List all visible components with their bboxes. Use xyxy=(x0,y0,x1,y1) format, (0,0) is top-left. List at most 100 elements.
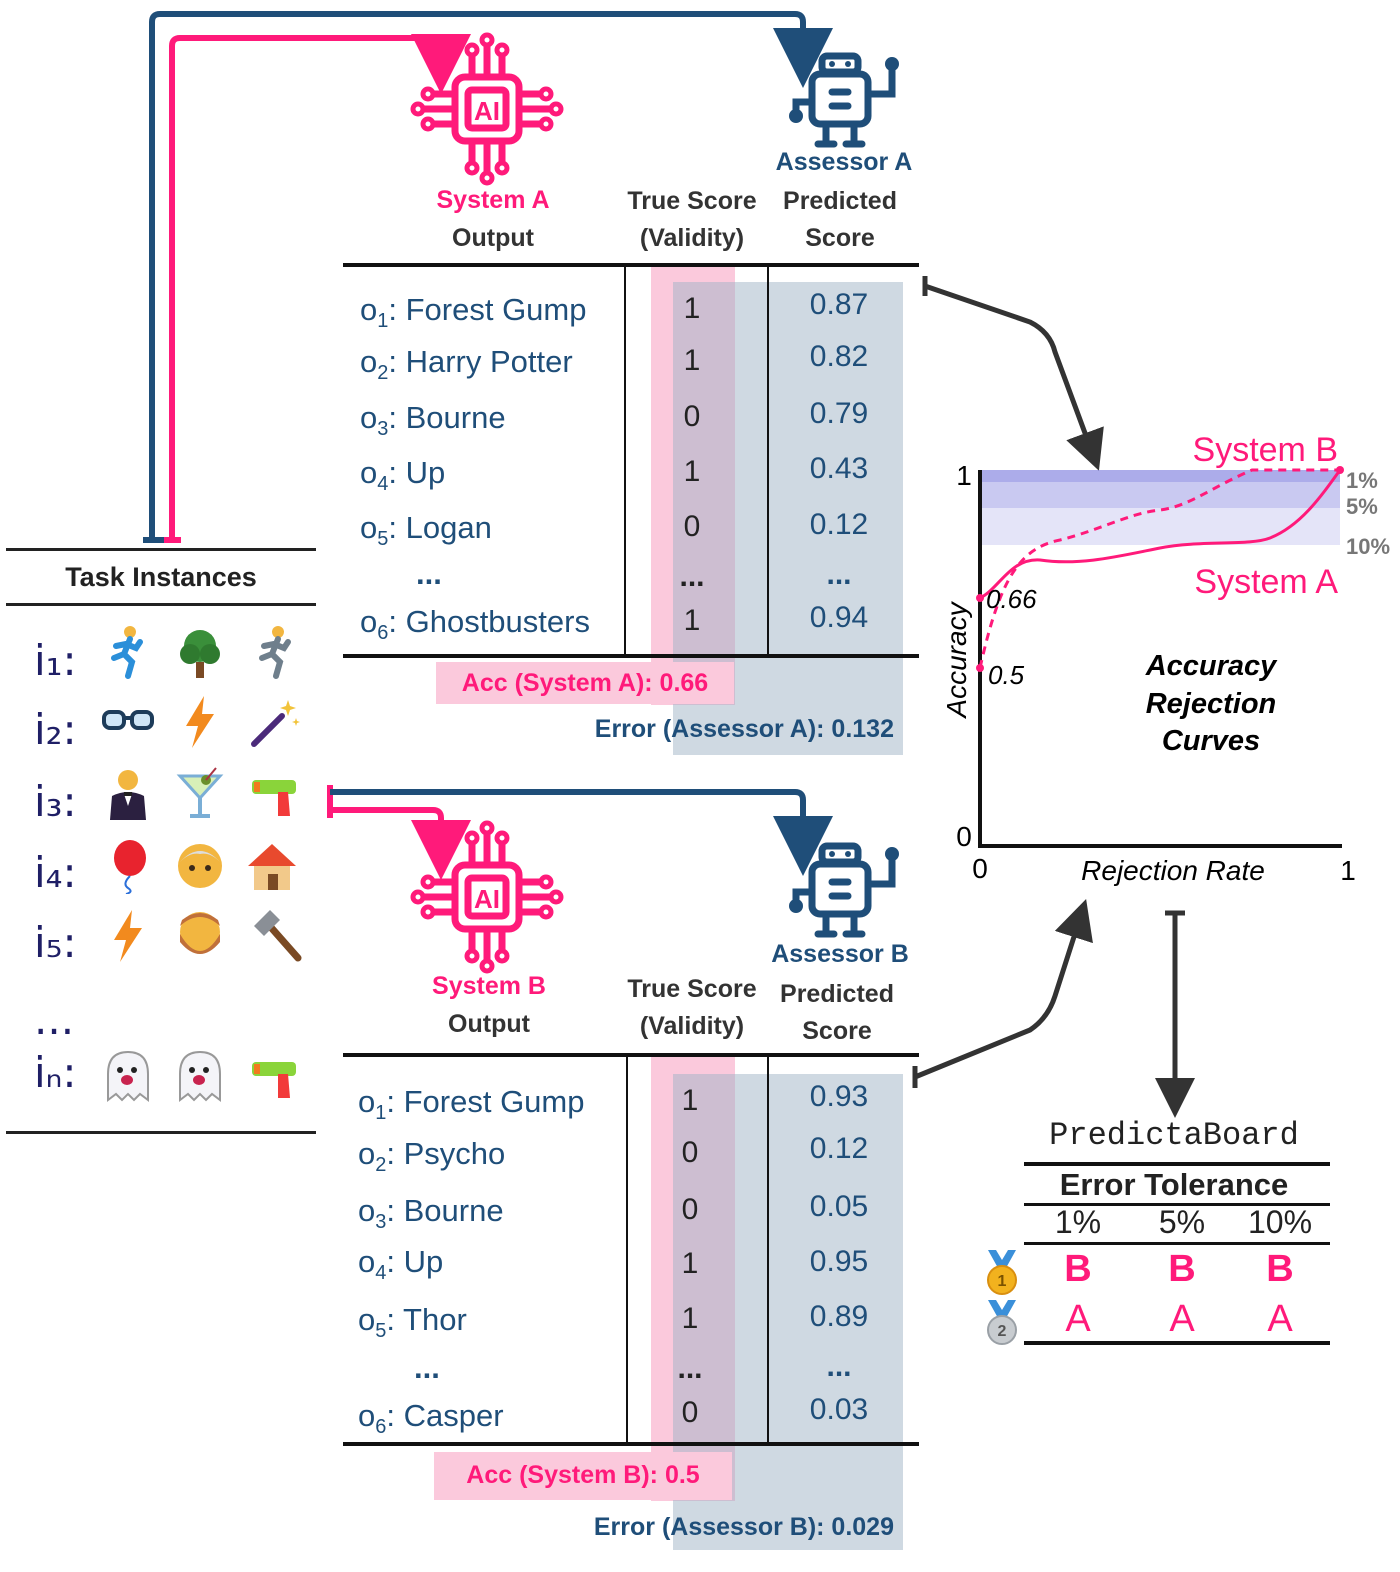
system-b-accuracy: Acc (System B): 0.5 xyxy=(434,1452,732,1500)
assessor-b-label: Assessor B xyxy=(771,940,909,968)
table-a-bottom-rule xyxy=(343,654,919,658)
ghost-icon xyxy=(107,1050,149,1102)
output-a-header: Output xyxy=(452,224,534,252)
point-05 xyxy=(976,664,984,672)
gold-medal-icon: 1 xyxy=(987,1250,1017,1295)
band-5pct-label: 5% xyxy=(1346,494,1378,519)
assessor-a-error: Error (Assessor A): 0.132 xyxy=(594,715,894,743)
chart-title-line1: Accuracy xyxy=(1145,650,1278,682)
true-score-a-line2: (Validity) xyxy=(639,224,745,252)
robot-icon xyxy=(789,52,899,148)
system-b-label: System B xyxy=(432,972,546,1000)
output-index: 3 xyxy=(375,1211,387,1234)
predicted-score-b: 0.93 xyxy=(809,1080,869,1113)
output-prefix: o xyxy=(358,1398,376,1433)
y-tick-1: 1 xyxy=(956,460,972,491)
true-score-b: ... xyxy=(677,1352,703,1385)
predictaboard-col-10pct: 10% xyxy=(1247,1204,1313,1240)
rank2-5pct: A xyxy=(1169,1298,1195,1340)
table-a-output: o6: Ghostbusters xyxy=(360,604,590,645)
system-b-curve xyxy=(978,468,1340,669)
true-score-b-header: True Score (Validity) xyxy=(612,971,772,1045)
task-id-5: i₅: xyxy=(34,918,77,967)
chart-title-line3: Curves xyxy=(1162,725,1260,757)
output-title: : Logan xyxy=(388,510,492,545)
gold-medal-number: 1 xyxy=(998,1273,1007,1290)
glasses-icon xyxy=(102,710,154,730)
true-score-b: 0 xyxy=(681,1136,699,1169)
output-prefix: o xyxy=(360,400,378,435)
output-title: : Thor xyxy=(386,1302,467,1337)
table-b-ellipsis: ... xyxy=(414,1350,440,1386)
output-index: 2 xyxy=(375,1154,387,1177)
rank2-10pct: A xyxy=(1267,1298,1293,1340)
predicted-score-b-line1: Predicted xyxy=(780,980,894,1008)
x-tick-1: 1 xyxy=(1340,855,1356,886)
band-10pct-label: 10% xyxy=(1346,534,1390,559)
old-man-icon xyxy=(178,844,222,888)
predicted-score-b: 0.12 xyxy=(809,1132,869,1165)
y-tick-0: 0 xyxy=(956,821,972,852)
lightning-icon xyxy=(114,910,142,962)
predicted-score-b: 0.95 xyxy=(809,1245,869,1278)
output-title: : Bourne xyxy=(388,400,506,435)
true-score-a: ... xyxy=(679,560,705,593)
predicted-score-a: 0.94 xyxy=(809,601,869,634)
true-score-a: 0 xyxy=(683,510,701,543)
output-prefix: o xyxy=(358,1084,376,1119)
output-prefix: o xyxy=(360,455,378,490)
chart-title-line2: Rejection xyxy=(1146,688,1277,720)
predicted-score-a: 0.79 xyxy=(809,397,869,430)
silver-medal-number: 2 xyxy=(998,1323,1007,1340)
band-5pct xyxy=(980,470,1340,508)
table-b-output: o1: Forest Gump xyxy=(358,1084,584,1125)
rank1-1pct: B xyxy=(1064,1248,1092,1290)
output-index: 1 xyxy=(375,1102,387,1125)
true-score-b-line2: (Validity) xyxy=(639,1012,745,1040)
output-index: 6 xyxy=(377,622,389,645)
true-score-a-header: True Score (Validity) xyxy=(612,183,772,257)
predictaboard-title: PredictaBoard xyxy=(1049,1117,1299,1154)
output-index: 2 xyxy=(377,362,389,385)
table-b-top-rule xyxy=(343,1053,919,1057)
true-score-a: 1 xyxy=(683,455,701,488)
output-title: : Ghostbusters xyxy=(388,604,590,639)
table-a-divider-1 xyxy=(624,265,626,655)
true-score-a-line1: True Score xyxy=(627,187,757,215)
output-index: 5 xyxy=(377,528,389,551)
predicted-score-b: 0.05 xyxy=(809,1190,869,1223)
output-title: : Psycho xyxy=(386,1136,506,1171)
table-a-divider-2 xyxy=(767,265,769,655)
task-id-ellipsis: ... xyxy=(34,995,75,1044)
output-index: 4 xyxy=(375,1262,387,1285)
accuracy-rejection-chart: 1 0 0 1 Rejection Rate Accuracy 0.66 0.5… xyxy=(941,431,1390,886)
point-066 xyxy=(976,594,984,602)
water-pistol-icon xyxy=(252,1062,296,1098)
band-1pct xyxy=(980,470,1340,482)
output-prefix: o xyxy=(360,344,378,379)
output-title: : Casper xyxy=(386,1398,504,1433)
system-a-accuracy: Acc (System A): 0.66 xyxy=(436,662,734,704)
output-b-header: Output xyxy=(448,1010,530,1038)
house-icon xyxy=(248,844,296,890)
predictaboard-rule-mid xyxy=(1024,1203,1330,1206)
bearded-man-icon xyxy=(180,912,220,954)
table-a-output: o3: Bourne xyxy=(360,400,506,441)
output-index: 3 xyxy=(377,418,389,441)
output-title: : Forest Gump xyxy=(388,292,587,327)
task-instances-panel: Task Instances xyxy=(6,548,316,1138)
output-title: : Harry Potter xyxy=(388,344,573,379)
rank1-10pct: B xyxy=(1266,1248,1294,1290)
table-b-output: o4: Up xyxy=(358,1244,443,1285)
robot-icon xyxy=(789,842,899,938)
predicted-score-a: ... xyxy=(826,558,852,591)
y-axis-label: Accuracy xyxy=(941,600,972,719)
task-instances-title: Task Instances xyxy=(65,562,257,592)
x-tick-0: 0 xyxy=(972,853,988,884)
ai-chip-label-a: AI xyxy=(474,96,500,126)
true-score-b: 0 xyxy=(681,1396,699,1429)
output-index: 1 xyxy=(377,310,389,333)
silver-medal-icon: 2 xyxy=(987,1300,1017,1345)
series-a-label: System A xyxy=(1194,563,1338,601)
